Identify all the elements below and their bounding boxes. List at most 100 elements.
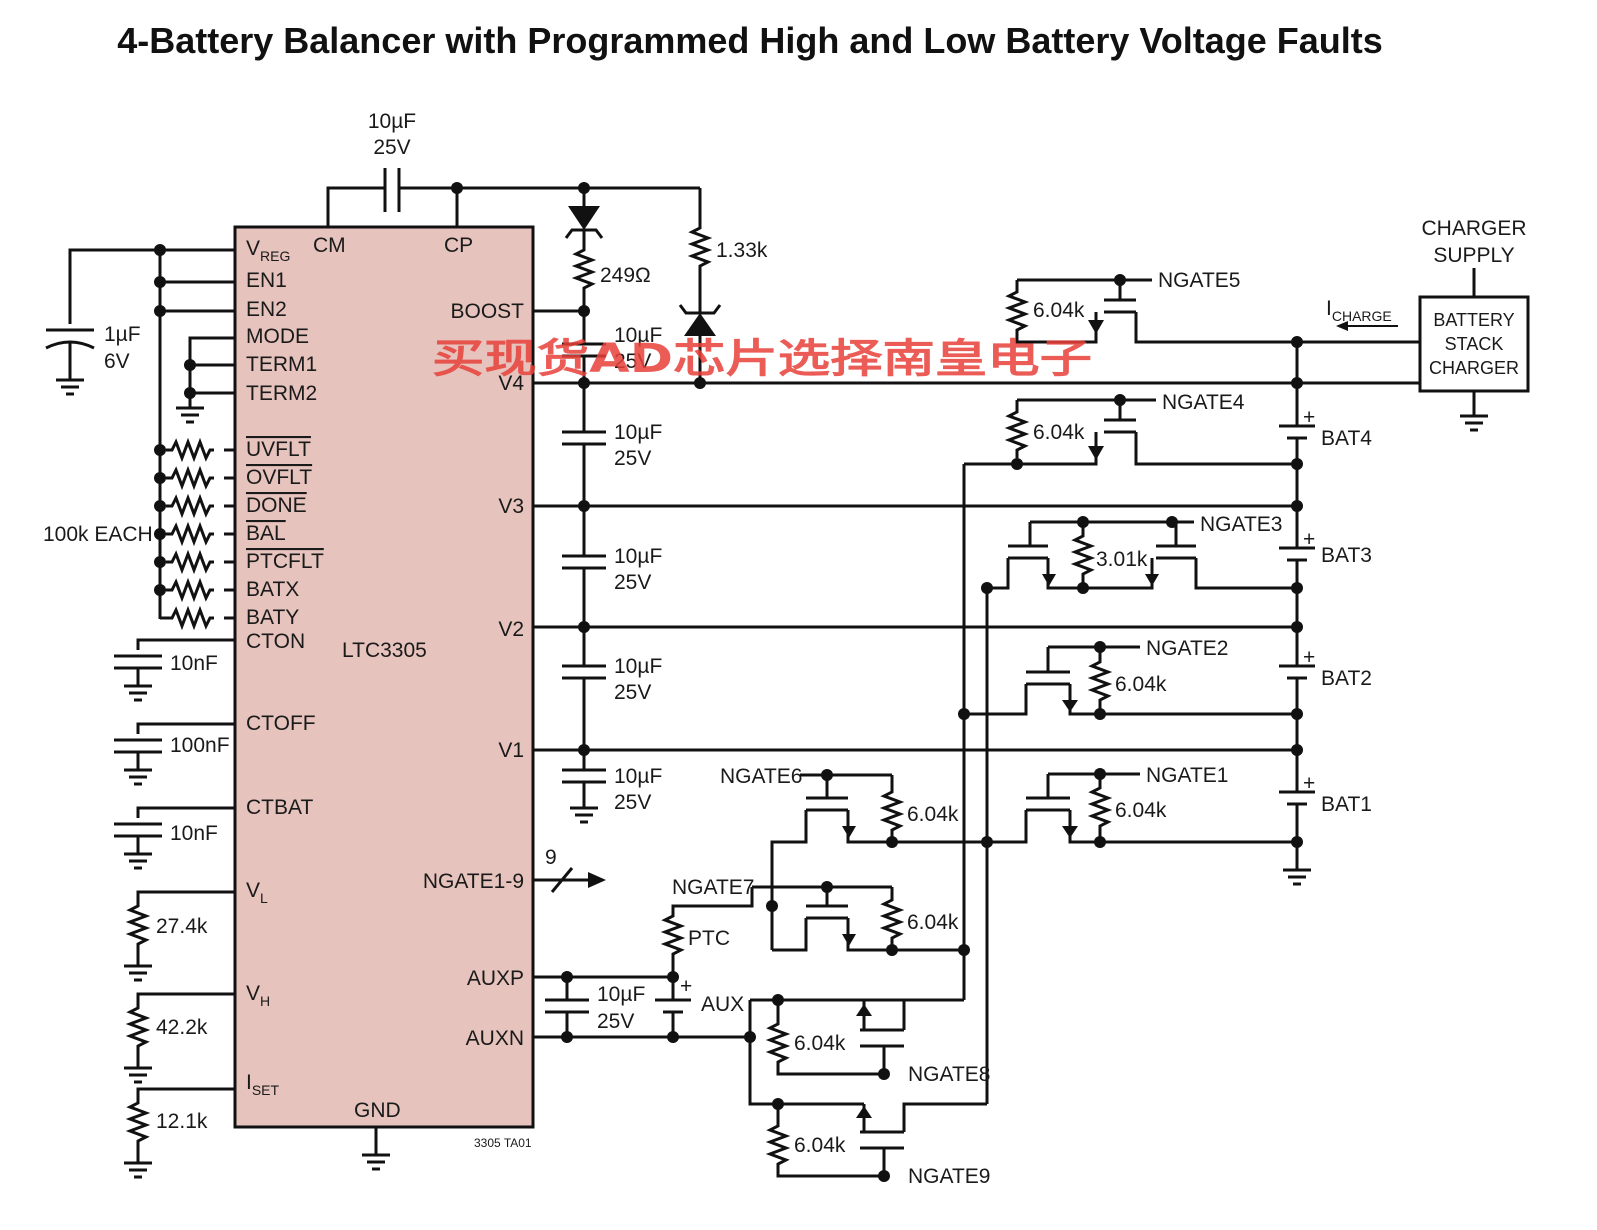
r-ngate2-label: 6.04k (1115, 673, 1167, 696)
c-vreg-rating: 6V (104, 350, 130, 373)
pin-ngate: NGATE1-9 (423, 870, 524, 893)
ic-body (233, 225, 535, 1129)
pin-ptcflt: PTCFLT (246, 550, 324, 573)
r-boost (574, 242, 594, 298)
aux-network (533, 887, 754, 1043)
r-ptc-label: PTC (688, 927, 730, 950)
pin-vh: VH (246, 982, 270, 1009)
ngate9-label: NGATE9 (908, 1165, 990, 1188)
pin-ovflt: OVFLT (246, 466, 312, 489)
pin-baty: BATY (246, 606, 299, 629)
ngate8-label: NGATE8 (908, 1063, 990, 1086)
r-ngate5-label: 6.04k (1033, 299, 1085, 322)
diagram-title: 4-Battery Balancer with Programmed High … (117, 20, 1383, 61)
pin-auxn: AUXN (466, 1027, 524, 1050)
ground-charger (1458, 406, 1490, 432)
switch-ngate3 (981, 516, 1297, 594)
aux-plus: + (680, 975, 692, 998)
ground-battery (1281, 860, 1313, 886)
r-zener-label: 1.33k (716, 239, 768, 262)
c-ctbat-label: 10nF (170, 822, 218, 845)
switch-ngate2 (958, 641, 1297, 720)
bat4-plus: + (1303, 406, 1315, 429)
r-iset-label: 12.1k (156, 1110, 208, 1133)
ngate4-label: NGATE4 (1162, 391, 1245, 414)
pin-v1: V1 (498, 739, 524, 762)
ngate3-label: NGATE3 (1200, 513, 1282, 536)
c-v3-value: 10µF (614, 545, 662, 568)
pullup-resistors (154, 440, 235, 628)
ngate5-label: NGATE5 (1158, 269, 1240, 292)
timing-caps (114, 638, 235, 846)
switch-ngate1 (981, 768, 1297, 848)
pin-cp: CP (444, 234, 473, 257)
r-ngate6-label: 6.04k (907, 803, 959, 826)
c-aux-value: 10µF (597, 983, 645, 1006)
charge-current: ICHARGE (1326, 297, 1392, 324)
ground-ctbat (122, 844, 154, 870)
pin-ctoff: CTOFF (246, 712, 316, 735)
pin-iset: ISET (246, 1071, 280, 1098)
pin-v4: V4 (498, 372, 524, 395)
c-boost-value: 10µF (614, 324, 662, 347)
c-top-value: 10µF (368, 110, 416, 133)
ground-iset (122, 1153, 154, 1179)
pin-uvflt: UVFLT (246, 438, 311, 461)
threshold-resistors (128, 890, 235, 1155)
cm-cp-capacitor (326, 168, 700, 227)
c-v2-value: 10µF (614, 655, 662, 678)
bus-width: 9 (545, 846, 557, 869)
pin-en1: EN1 (246, 269, 287, 292)
bat1-plus: + (1303, 772, 1315, 795)
pin-term1: TERM1 (246, 353, 317, 376)
bat2-plus: + (1303, 646, 1315, 669)
c-top-rating: 25V (373, 136, 410, 159)
pin-bal: BAL (246, 522, 286, 545)
pin-ctbat: CTBAT (246, 796, 313, 819)
ground-ic (360, 1145, 392, 1171)
charger-box-l2: STACK (1445, 334, 1504, 354)
r-zener (690, 220, 710, 276)
ground-vl (122, 956, 154, 982)
watermark-text: 买现货AD芯片选择南皇电子 (432, 336, 1092, 382)
bat3-label: BAT3 (1321, 544, 1372, 567)
charger-box-l1: BATTERY (1433, 310, 1514, 330)
ground-term (174, 398, 206, 424)
switch-ngate6 (770, 769, 987, 950)
switch-ngate8 (744, 994, 964, 1106)
ngate6-label: NGATE6 (720, 765, 802, 788)
ground-cton (122, 676, 154, 702)
battery-stack (1277, 336, 1317, 862)
bat4-label: BAT4 (1321, 427, 1372, 450)
r-vh-label: 42.2k (156, 1016, 208, 1039)
boost-zener-diode (564, 188, 604, 244)
r-ngate4-label: 6.04k (1033, 421, 1085, 444)
ngate-bus-arrow (533, 867, 606, 893)
r-ngate7-label: 6.04k (907, 911, 959, 934)
switch-ngate9 (768, 1098, 987, 1182)
c-v2-rating: 25V (614, 681, 651, 704)
r-ngate9-label: 6.04k (794, 1134, 846, 1157)
pin-v2: V2 (498, 618, 524, 641)
pin-boost: BOOST (450, 300, 524, 323)
aux-label: AUX (701, 993, 744, 1016)
c-v1-rating: 25V (614, 791, 651, 814)
ground-ctoff (122, 760, 154, 786)
pullups-label: 100k EACH (43, 523, 153, 546)
c-boost-rating: 25V (614, 350, 651, 373)
pin-en2: EN2 (246, 298, 287, 321)
charge-arrow (1336, 321, 1398, 331)
pin-vl: VL (246, 879, 268, 906)
bat2-label: BAT2 (1321, 667, 1372, 690)
pin-cm: CM (313, 234, 346, 257)
r-boost-label: 249Ω (600, 264, 651, 287)
bat1-label: BAT1 (1321, 793, 1372, 816)
c-aux-rating: 25V (597, 1010, 634, 1033)
drawing-code: 3305 TA01 (474, 1136, 532, 1150)
pin-cton: CTON (246, 630, 305, 653)
ic-name: LTC3305 (342, 639, 427, 662)
r-vl-label: 27.4k (156, 915, 208, 938)
ngate1-label: NGATE1 (1146, 764, 1228, 787)
pin-batx: BATX (246, 578, 299, 601)
pin-mode: MODE (246, 325, 309, 348)
